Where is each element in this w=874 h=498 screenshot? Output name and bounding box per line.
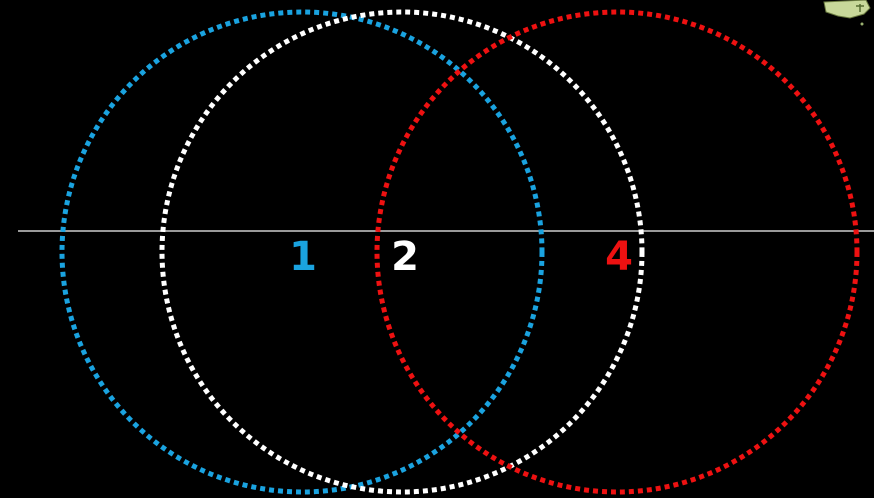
- circle-4-label: 4: [605, 234, 633, 280]
- circle-1-label: 1: [289, 234, 317, 280]
- map-thumbnail-icon: [820, 0, 872, 28]
- circle-4: 4: [377, 12, 857, 492]
- circle-1: 1: [62, 12, 542, 492]
- circle-2-label: 2: [391, 234, 419, 280]
- circle-2: 2: [162, 12, 642, 492]
